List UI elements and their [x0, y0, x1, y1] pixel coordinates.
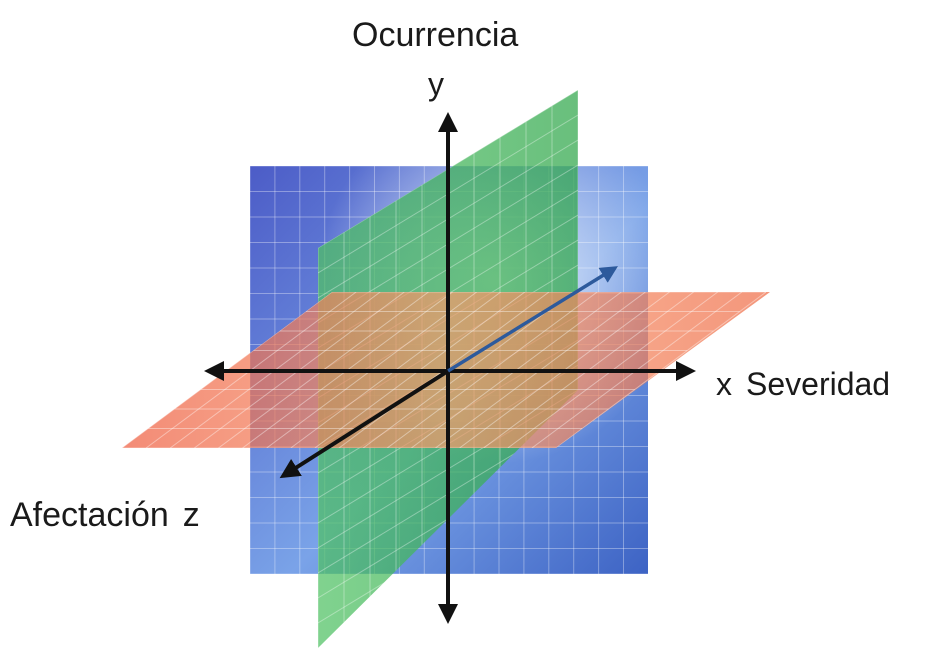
z-axis-label: Afectación z: [10, 498, 200, 532]
z-axis-arrow-front: [279, 369, 450, 479]
z-axis-arrow-back: [447, 266, 618, 373]
y-axis-letter: y: [428, 66, 444, 102]
x-axis-letter: x: [716, 366, 732, 402]
x-axis-label: x Severidad: [716, 368, 890, 400]
affectation-label: Afectación: [10, 496, 169, 534]
z-axis-letter: z: [182, 496, 200, 534]
severity-label: Severidad: [746, 366, 891, 402]
occurrence-label: Ocurrencia: [352, 16, 519, 54]
